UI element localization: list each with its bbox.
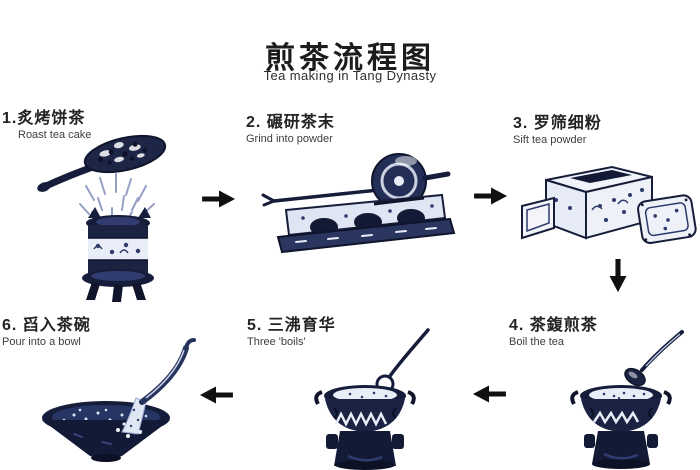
step-6-title-en: Pour into a bowl (2, 336, 81, 348)
roast-tea-cake-illustration (37, 134, 167, 302)
step-6-label: 6. 舀入茶碗 Pour into a bowl (2, 311, 91, 348)
page-subtitle: Tea making in Tang Dynasty (263, 68, 437, 83)
step-1-label: 1.炙烤饼茶 Roast tea cake (2, 104, 91, 141)
cauldron (570, 385, 672, 432)
tea-spoon (624, 330, 684, 387)
boil-tea-illustration (570, 330, 684, 469)
ladle (139, 338, 196, 405)
sieve-box-illustration (521, 165, 697, 244)
tea-stream (121, 397, 147, 435)
step-6-title-zh: 6. 舀入茶碗 (2, 317, 91, 334)
grinder-base (276, 217, 456, 254)
three-boils-illustration (314, 328, 430, 470)
step-4-label: 4. 茶鍑煎茶 Boil the tea (509, 311, 598, 348)
stirrer (375, 328, 430, 394)
sieve-lid (637, 194, 697, 244)
step-1-title-zh: 1.炙烤饼茶 (2, 110, 86, 127)
roller-axle (261, 153, 451, 209)
arrow-right-icon (202, 190, 236, 208)
arrow-right-icon (474, 187, 508, 205)
step-4-title-zh: 4. 茶鍑煎茶 (509, 317, 598, 334)
step-2-title-en: Grind into powder (246, 133, 333, 145)
sieve-drawer (521, 196, 555, 240)
step-1-title-en: Roast tea cake (18, 129, 92, 141)
arrow-left-icon (199, 386, 233, 404)
cauldron (314, 385, 416, 432)
step-5-title-zh: 5. 三沸育华 (247, 317, 336, 334)
splash (116, 422, 142, 438)
tea-grinder-illustration (261, 153, 456, 254)
stove-base (326, 431, 404, 470)
arrow-down-icon (609, 259, 627, 293)
tea-bowl (42, 401, 170, 462)
pour-into-bowl-illustration (42, 338, 196, 462)
step-5-title-en: Three 'boils' (247, 336, 306, 348)
page-title: 煎茶流程图 (265, 42, 435, 75)
sieve-box (545, 165, 653, 240)
step-2-label: 2. 碾研茶末 Grind into powder (246, 108, 335, 145)
step-4-title-en: Boil the tea (509, 336, 565, 348)
step-2-title-zh: 2. 碾研茶末 (246, 114, 335, 131)
step-5-label: 5. 三沸育华 Three 'boils' (247, 311, 336, 348)
tea-cake-on-skewer (37, 134, 167, 192)
step-3-title-en: Sift tea powder (513, 134, 587, 146)
stove-base (584, 431, 658, 469)
step-3-label: 3. 罗筛细粉 Sift tea powder (513, 109, 602, 146)
stove (82, 207, 154, 302)
arrow-left-icon (472, 385, 506, 403)
step-3-title-zh: 3. 罗筛细粉 (513, 115, 602, 132)
